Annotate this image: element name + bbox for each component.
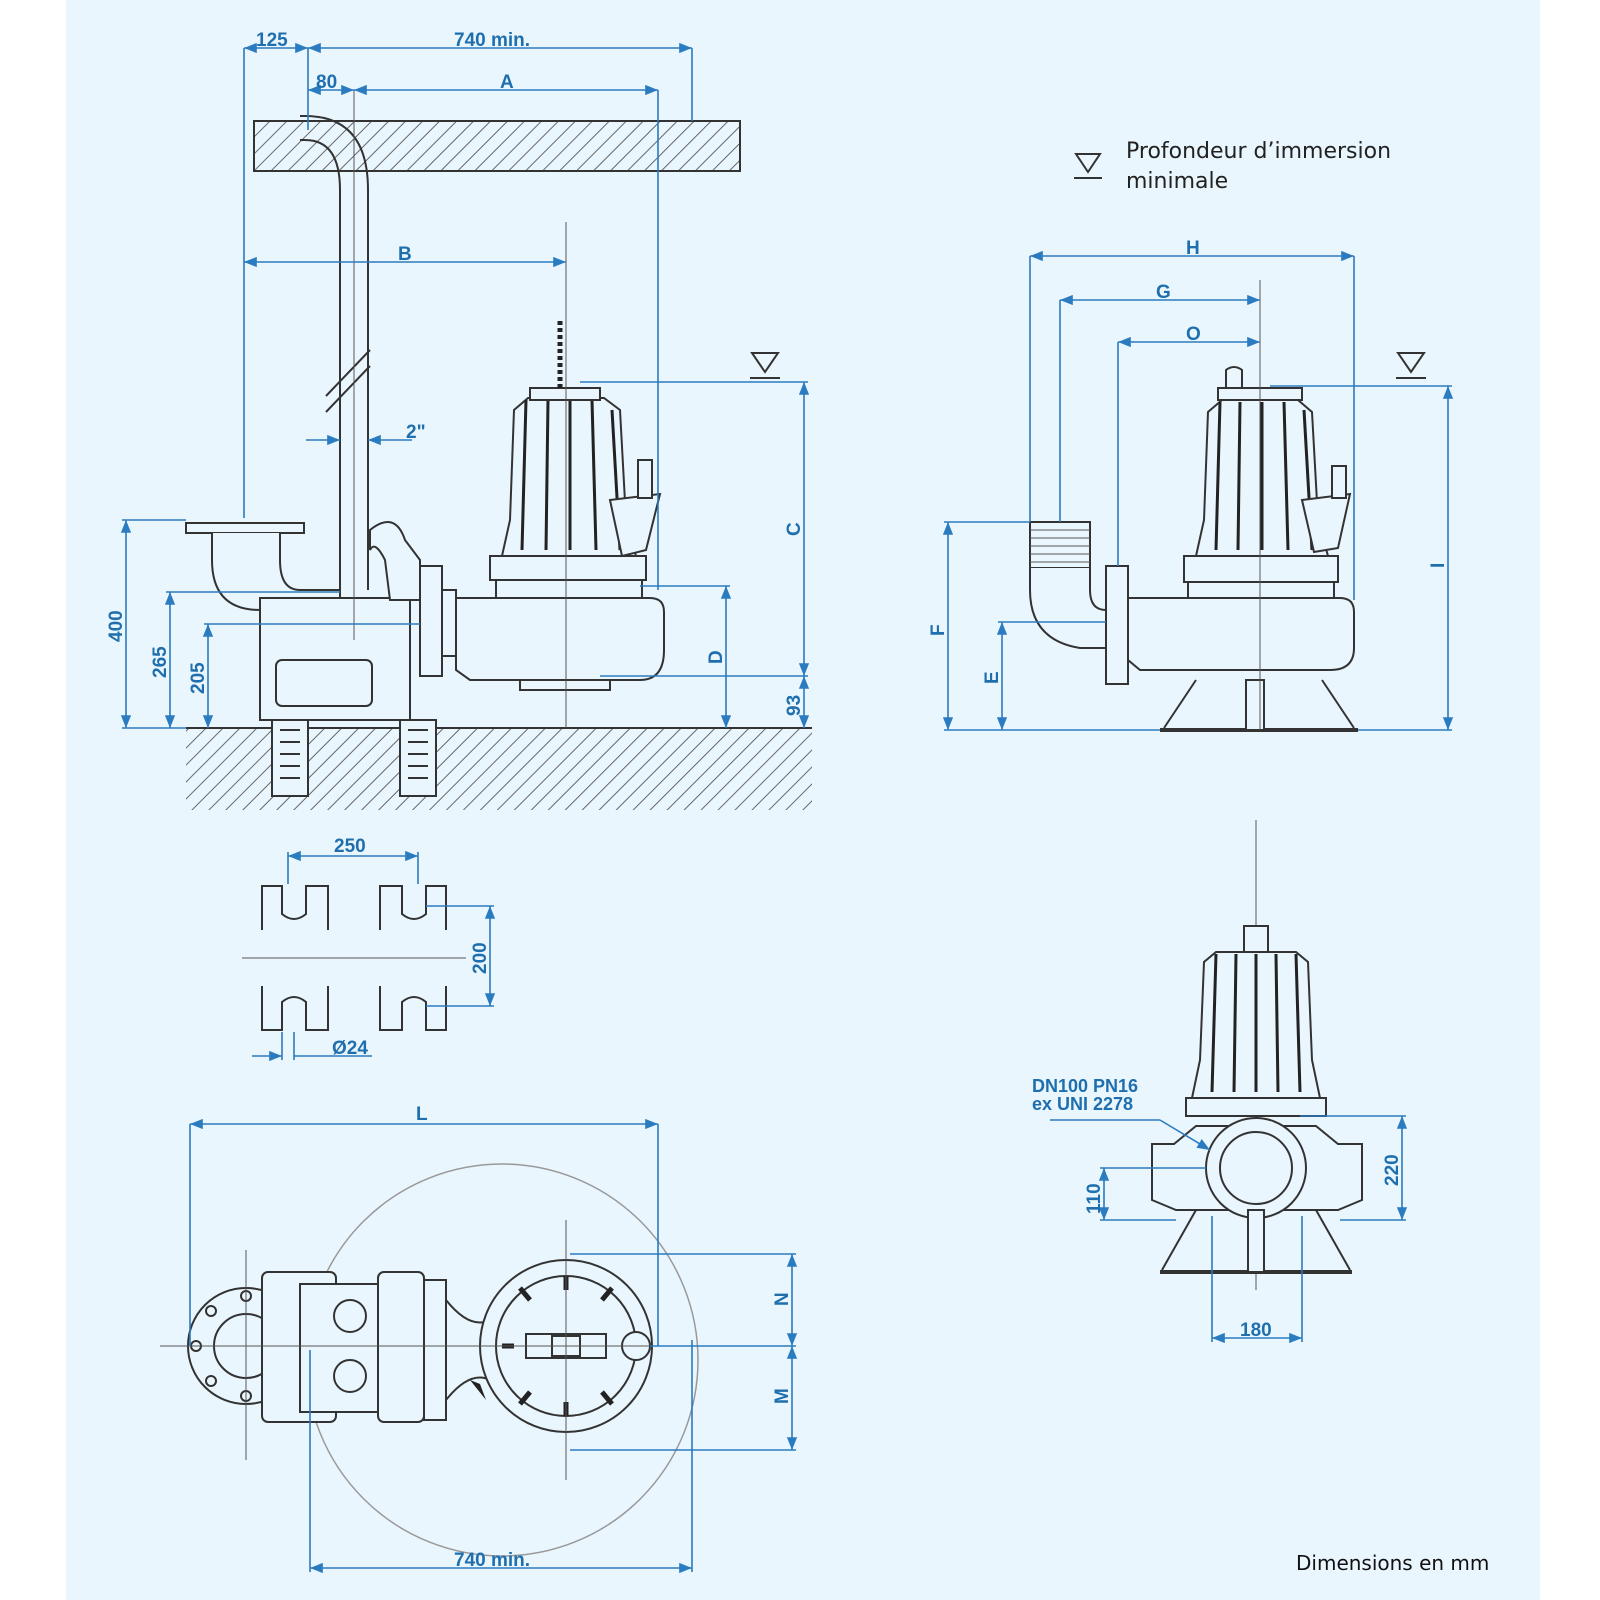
units-note: Dimensions en mm	[1296, 1551, 1489, 1575]
dim-250: 250	[334, 836, 366, 857]
guide-pipe	[339, 190, 369, 590]
dim-n: N	[772, 1292, 793, 1306]
dim-h: H	[1186, 238, 1200, 259]
pump-volute	[455, 597, 665, 681]
rotation-arrow-icon	[470, 1380, 486, 1400]
anchor-bolt	[271, 719, 309, 797]
ceiling-slab	[254, 121, 740, 171]
anchor-slot	[379, 986, 447, 1031]
dim-125: 125	[256, 30, 288, 51]
outlet-view: DN100 PN16 ex UNI 2278 220 110 180	[1032, 820, 1408, 1344]
dim-740-bottom: 740 min.	[454, 1550, 530, 1571]
dim-24: Ø24	[332, 1038, 368, 1059]
immersion-level-icon	[1074, 153, 1102, 174]
dim-265: 265	[150, 646, 171, 678]
immersion-legend: Profondeur d’immersion minimale	[1074, 139, 1391, 194]
front-view: H G O I F E	[928, 238, 1454, 732]
dim-110: 110	[1084, 1183, 1105, 1214]
anchor-slot	[261, 885, 329, 930]
dim-e: E	[982, 671, 1003, 684]
discharge-stub	[1029, 521, 1091, 569]
dim-m: M	[772, 1388, 793, 1404]
dim-a: A	[500, 72, 514, 93]
dim-c: C	[784, 522, 805, 536]
anchor-slot	[379, 885, 447, 930]
flange-spec-line1: DN100 PN16	[1032, 1076, 1138, 1096]
flange-spec-line2: ex UNI 2278	[1032, 1094, 1133, 1114]
dim-2in: 2"	[406, 422, 426, 443]
dim-o: O	[1186, 324, 1201, 345]
dim-220: 220	[1382, 1154, 1403, 1186]
front-flange	[1105, 565, 1129, 685]
dim-b: B	[398, 244, 412, 265]
front-volute	[1127, 597, 1355, 671]
dim-93: 93	[784, 695, 805, 716]
anchor-plan: 250 200 Ø24	[242, 836, 496, 1062]
pump-stand	[1163, 679, 1355, 729]
lifting-handle	[1225, 366, 1243, 388]
immersion-label-line1: Profondeur d’immersion	[1126, 139, 1391, 164]
dim-180: 180	[1240, 1320, 1272, 1341]
dim-400: 400	[106, 610, 127, 642]
side-view: 125 740 min. 80 A B 2" C D 93 400 265 20…	[106, 30, 812, 810]
dim-200: 200	[470, 942, 491, 974]
immersion-level-icon	[750, 352, 780, 374]
dim-d: D	[706, 650, 727, 664]
dim-f: F	[928, 624, 949, 636]
dim-i: I	[1428, 563, 1449, 568]
dim-740-top: 740 min.	[454, 30, 530, 51]
pump-flange	[419, 565, 443, 677]
dim-205: 205	[188, 662, 209, 694]
anchor-slot	[261, 986, 329, 1031]
motor-base	[489, 555, 647, 581]
discharge-flange	[185, 522, 305, 534]
dim-80: 80	[316, 72, 337, 93]
coupling-claw	[369, 521, 421, 601]
anchor-bolt	[399, 719, 437, 797]
dim-l: L	[416, 1104, 428, 1125]
dim-g: G	[1156, 282, 1171, 303]
top-view: L N M 740 min.	[160, 1104, 798, 1574]
immersion-level-icon	[1396, 352, 1426, 374]
immersion-label-line2: minimale	[1126, 169, 1228, 194]
